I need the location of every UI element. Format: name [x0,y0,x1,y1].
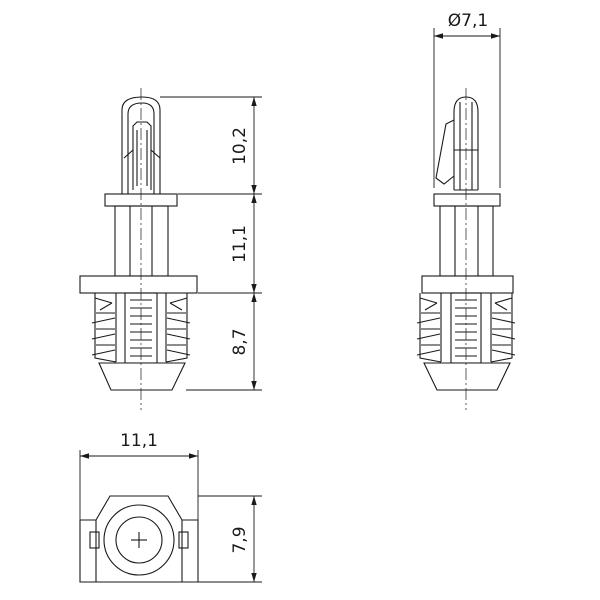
top-dimensions: 11,1 7,9 [79,431,262,583]
bottom-height-label: 8,7 [230,328,250,355]
side-shaft [439,205,494,277]
side-middle-flange [421,275,514,294]
front-tip [121,96,161,194]
front-bottom-cone [98,362,186,391]
side-dimensions: Ø7,1 [433,11,501,188]
top-inner-ring [115,516,163,564]
top-outer-ring [103,504,175,576]
front-dimensions: 10,2 11,1 8,7 [160,96,262,391]
side-top-flange [433,193,501,207]
front-view [79,88,198,410]
side-view [416,88,516,410]
front-fins [91,292,191,364]
top-view [79,495,199,583]
base-width-label: 11,1 [120,431,158,451]
top-right-tab [178,531,189,549]
side-bottom-cone [423,362,511,391]
side-tip [435,96,479,191]
middle-height-label: 11,1 [230,225,250,263]
front-middle-flange [79,275,198,294]
top-left-tab [89,531,100,549]
front-shaft [114,205,169,277]
base-depth-label: 7,9 [230,526,250,553]
diameter-top-label: Ø7,1 [448,11,488,31]
tip-height-label: 10,2 [230,127,250,165]
